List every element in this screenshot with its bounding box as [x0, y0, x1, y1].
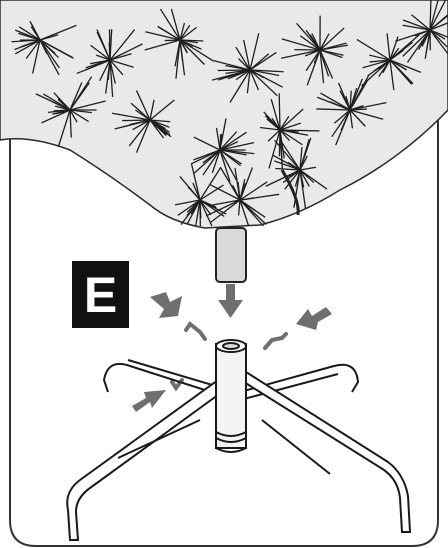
tree-stand-illustration	[67, 340, 410, 540]
insert-arrow-icon	[296, 307, 332, 330]
insert-arrow-icon	[132, 390, 166, 412]
tree-branches-illustration	[0, 0, 448, 228]
screw-bolt-icon	[186, 324, 205, 339]
trunk-pole	[216, 228, 246, 282]
down-arrow-icon	[218, 284, 243, 318]
screw-bolt-icon	[265, 334, 286, 348]
insert-arrow-icon	[150, 292, 182, 318]
step-label: E	[72, 261, 129, 328]
